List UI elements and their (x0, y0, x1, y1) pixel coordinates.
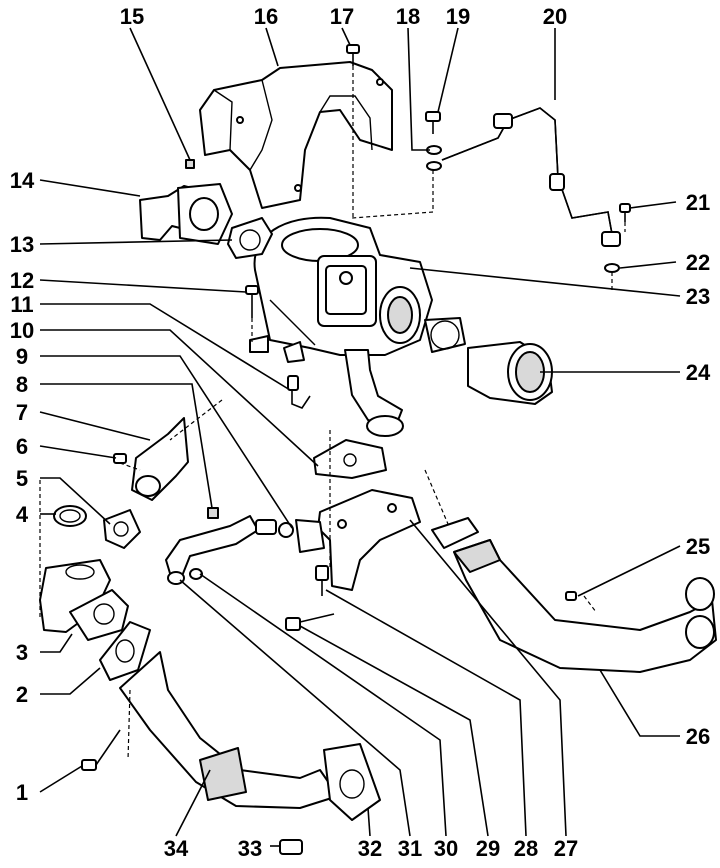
label-5: 5 (16, 466, 28, 491)
label-32: 32 (358, 836, 382, 861)
part-bolt-29 (285, 613, 335, 631)
part-nut-8 (207, 507, 219, 519)
assembly-alignment-lines (39, 66, 626, 761)
label-28: 28 (514, 836, 538, 861)
part-turbocharger (249, 216, 433, 437)
part-bolt-12 (245, 285, 259, 318)
part-nut-33 (279, 839, 303, 855)
label-12: 12 (10, 268, 34, 293)
label-10: 10 (10, 318, 34, 343)
label-6: 6 (16, 434, 28, 459)
part-heat-shield (199, 61, 393, 209)
part-intake-connector (424, 317, 553, 405)
label-9: 9 (16, 344, 28, 369)
label-2: 2 (16, 682, 28, 707)
part-seal-ring-4 (53, 505, 87, 527)
leader-lines (39, 27, 681, 847)
part-gasket-5 (103, 509, 141, 549)
label-15: 15 (120, 4, 144, 29)
label-18: 18 (396, 4, 420, 29)
part-nut-15 (185, 159, 195, 169)
part-oil-supply-line (441, 107, 621, 247)
part-bolt-28 (315, 565, 329, 596)
part-hose-clamp (431, 517, 479, 549)
part-banjo-bolt-19 (425, 111, 441, 134)
part-gasket-10 (313, 439, 387, 479)
part-flange-adapter (131, 417, 189, 501)
label-22: 22 (686, 250, 710, 275)
label-17: 17 (330, 4, 354, 29)
label-33: 33 (238, 836, 262, 861)
part-support-bracket (317, 489, 421, 591)
part-gasket-13 (227, 217, 273, 259)
part-front-exhaust-pipe (119, 651, 381, 821)
part-bolt-top (346, 44, 360, 66)
label-30: 30 (434, 836, 458, 861)
part-inlet-elbow (139, 183, 233, 245)
label-3: 3 (16, 640, 28, 665)
part-bolt-1 (81, 729, 121, 771)
label-8: 8 (16, 372, 28, 397)
label-14: 14 (10, 168, 35, 193)
part-clip-11 (287, 375, 311, 409)
label-7: 7 (16, 400, 28, 425)
label-19: 19 (446, 4, 470, 29)
label-1: 1 (16, 780, 28, 805)
label-31: 31 (398, 836, 422, 861)
label-16: 16 (254, 4, 278, 29)
part-charge-air-pipe (453, 539, 717, 673)
label-26: 26 (686, 724, 710, 749)
label-34: 34 (164, 836, 189, 861)
label-20: 20 (543, 4, 567, 29)
part-seal-22 (604, 263, 620, 273)
label-27: 27 (554, 836, 578, 861)
label-29: 29 (476, 836, 500, 861)
part-bolt-25 (565, 591, 577, 601)
part-oil-return-pipe (165, 515, 325, 585)
label-24: 24 (686, 360, 711, 385)
label-23: 23 (686, 284, 710, 309)
part-seal-18 (426, 145, 442, 171)
label-21: 21 (686, 190, 710, 215)
callout-labels: 15 16 17 18 19 20 21 22 23 24 25 26 14 1… (10, 4, 711, 861)
part-bolt-21 (619, 203, 631, 222)
part-gasket-2 (99, 621, 151, 681)
label-11: 11 (10, 292, 33, 317)
label-4: 4 (16, 502, 29, 527)
part-exhaust-flange (39, 559, 129, 641)
label-13: 13 (10, 232, 34, 257)
label-25: 25 (686, 534, 710, 559)
